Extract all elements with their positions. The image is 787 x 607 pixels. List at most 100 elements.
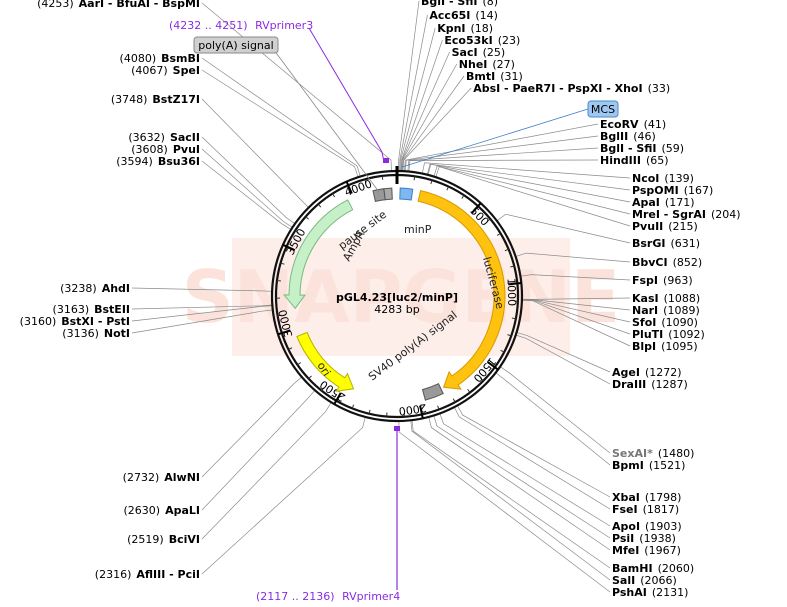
- site-name: BglI - SfiI: [600, 142, 657, 155]
- site-leader-line: [521, 299, 631, 323]
- site-label[interactable]: (4253)AarI - BfuAI - BspMI: [37, 0, 200, 10]
- primer-rvprimer4[interactable]: (2117 .. 2136) RVprimer4: [256, 426, 400, 603]
- site-label[interactable]: FspI(963): [632, 274, 693, 287]
- minp-box[interactable]: [399, 187, 414, 201]
- site-label[interactable]: BamHI(2060): [612, 562, 694, 575]
- site-label[interactable]: NarI(1089): [632, 304, 700, 317]
- site-label[interactable]: (3136)NotI: [62, 327, 130, 340]
- minor-tick: [511, 317, 516, 320]
- site-label[interactable]: SfoI(1090): [632, 316, 698, 329]
- site-label[interactable]: BsrGI(631): [632, 237, 700, 250]
- site-label[interactable]: FseI(1817): [612, 503, 679, 516]
- site-name: DraIII: [612, 378, 646, 391]
- site-label[interactable]: PshAI(2131): [612, 586, 688, 599]
- polya-signal-box[interactable]: [383, 187, 393, 201]
- site-name: BglI - SfiI: [421, 0, 478, 8]
- site-label[interactable]: SacI(25): [452, 46, 506, 59]
- site-label[interactable]: PsiI(1938): [612, 532, 676, 545]
- site-label[interactable]: (4080)BsmBI: [120, 52, 200, 65]
- site-label[interactable]: BpmI(1521): [612, 459, 685, 472]
- site-label[interactable]: (3594)Bsu36I: [116, 155, 200, 168]
- rvprimer3-range: (4232 .. 4251): [169, 19, 248, 32]
- site-leader-line: [407, 147, 599, 172]
- site-label[interactable]: PvuII(215): [632, 220, 698, 233]
- site-position: (18): [471, 22, 494, 35]
- site-position: (41): [644, 118, 667, 131]
- site-label[interactable]: (3238)AhdI: [60, 282, 130, 295]
- site-label[interactable]: HindIII(65): [600, 154, 669, 167]
- site-label[interactable]: (4067)SpeI: [131, 64, 200, 77]
- major-tick: [486, 361, 499, 371]
- site-position: (2066): [640, 574, 677, 587]
- site-label[interactable]: BglII(46): [600, 130, 656, 143]
- site-name: BstZ17I: [152, 93, 200, 106]
- site-label[interactable]: SexAI*(1480): [612, 447, 694, 460]
- site-label[interactable]: (2630)ApaLI: [124, 504, 201, 517]
- site-label[interactable]: Eco53kI(23): [444, 34, 520, 47]
- site-label[interactable]: KpnI (18): [437, 22, 493, 35]
- sv40-polya-box[interactable]: [421, 383, 444, 401]
- site-name: KpnI: [437, 22, 465, 35]
- site-name: FspI: [632, 274, 658, 287]
- site-label[interactable]: EcoRV(41): [600, 118, 666, 131]
- site-name: BsmBI: [161, 52, 200, 65]
- site-label[interactable]: DraIII (1287): [612, 378, 688, 391]
- site-label[interactable]: (2316)AflIII - PciI: [95, 568, 200, 581]
- site-position: (3238): [60, 282, 97, 295]
- site-label[interactable]: BlpI(1095): [632, 340, 698, 353]
- site-position: (2630): [124, 504, 161, 517]
- site-label[interactable]: Acc65I(14): [429, 9, 498, 22]
- site-label[interactable]: XbaI(1798): [612, 491, 681, 504]
- site-name: PspOMI: [632, 184, 679, 197]
- site-label[interactable]: (3160)BstXI - PstI: [20, 315, 130, 328]
- minor-tick: [280, 262, 285, 265]
- site-label[interactable]: BglI - SfiI(8): [421, 0, 498, 8]
- site-label[interactable]: ApoI(1903): [612, 520, 682, 533]
- site-label[interactable]: AbsI - PaeR7I - PspXI - XhoI(33): [473, 82, 670, 95]
- minor-tick: [277, 314, 282, 317]
- site-name: SacI: [452, 46, 478, 59]
- minor-tick: [452, 398, 456, 403]
- site-position: (1090): [661, 316, 698, 329]
- mcs-tag[interactable]: MCS: [401, 100, 619, 168]
- site-label[interactable]: BmtI(31): [466, 70, 523, 83]
- site-label[interactable]: SalI(2066): [612, 574, 677, 587]
- site-label[interactable]: MfeI(1967): [612, 544, 681, 557]
- pause-site-box[interactable]: [372, 188, 386, 202]
- site-label[interactable]: ApaI(171): [632, 196, 695, 209]
- site-label[interactable]: KasI(1088): [632, 292, 700, 305]
- minor-tick: [446, 186, 450, 191]
- site-leader-line: [408, 159, 599, 172]
- site-label[interactable]: (2732)AlwNI: [123, 471, 200, 484]
- ampr-arrow[interactable]: [283, 199, 354, 310]
- site-label[interactable]: AgeI(1272): [612, 366, 682, 379]
- site-position: (3163): [53, 303, 90, 316]
- tick-label: 2000: [398, 401, 428, 418]
- site-leader-line: [201, 390, 316, 511]
- site-label[interactable]: (3748)BstZ17I: [111, 93, 200, 106]
- polya-signal-tag[interactable]: poly(A) signal: [193, 36, 380, 193]
- site-label[interactable]: BbvCI(852): [632, 256, 702, 269]
- site-leader-line: [427, 163, 631, 203]
- primer-rvprimer3[interactable]: (4232 .. 4251) RVprimer3: [169, 19, 389, 163]
- major-tick: [419, 405, 424, 419]
- plasmid-size: 4283 bp: [374, 303, 419, 316]
- luciferase-arrow[interactable]: [417, 190, 506, 390]
- site-label[interactable]: (3608)PvuI: [131, 143, 200, 156]
- site-label[interactable]: PspOMI(167): [632, 184, 713, 197]
- site-label[interactable]: MreI - SgrAI(204): [632, 208, 741, 221]
- site-label[interactable]: NcoI(139): [632, 172, 694, 185]
- site-label[interactable]: (2519)BciVI: [127, 533, 200, 546]
- ori-arrow[interactable]: [296, 331, 355, 392]
- rvprimer3-name: RVprimer3: [255, 19, 313, 32]
- site-label[interactable]: (3632)SacII: [128, 131, 200, 144]
- minor-tick: [321, 387, 325, 391]
- site-position: (1287): [651, 378, 688, 391]
- site-label[interactable]: PluTI(1092): [632, 328, 705, 341]
- site-label[interactable]: (3163)BstEII: [53, 303, 130, 316]
- site-label[interactable]: NheI(27): [459, 58, 515, 71]
- site-label[interactable]: BglI - SfiI(59): [600, 142, 684, 155]
- minor-tick: [496, 232, 501, 236]
- site-name: Acc65I: [429, 9, 470, 22]
